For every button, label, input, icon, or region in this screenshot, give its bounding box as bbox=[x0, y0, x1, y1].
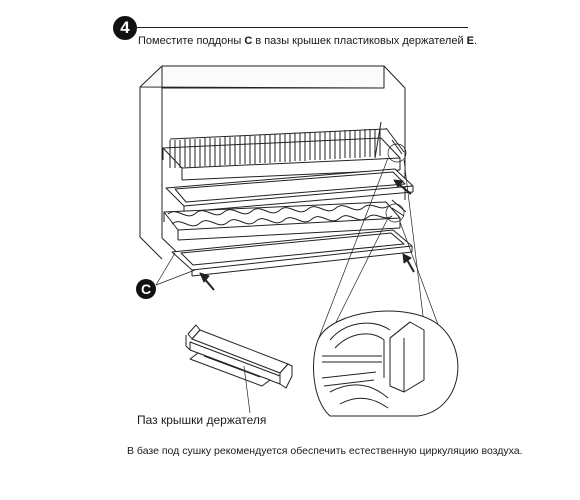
caption-leader bbox=[243, 365, 251, 414]
step-number-badge: 4 bbox=[113, 16, 137, 40]
upper-drip-tray bbox=[165, 168, 414, 213]
insert-arrows bbox=[199, 179, 415, 291]
callout-leaders bbox=[155, 252, 196, 286]
step-header-rule bbox=[135, 27, 468, 28]
lower-drip-tray bbox=[171, 229, 413, 277]
holder-slot-caption: Паз крышки держателя bbox=[137, 413, 267, 427]
pallet-letter: C bbox=[244, 35, 253, 47]
step-instruction: Поместите поддоны C в пазы крышек пласти… bbox=[138, 35, 478, 47]
callout-c-badge: C bbox=[136, 279, 156, 299]
holder-letter: E bbox=[466, 35, 474, 47]
ventilation-note: В базе под сушку рекомендуется обеспечит… bbox=[127, 445, 523, 457]
cabinet-outline bbox=[139, 65, 406, 260]
lower-rack bbox=[163, 199, 407, 241]
holder-part bbox=[185, 324, 293, 389]
detail-closeup bbox=[313, 310, 459, 417]
